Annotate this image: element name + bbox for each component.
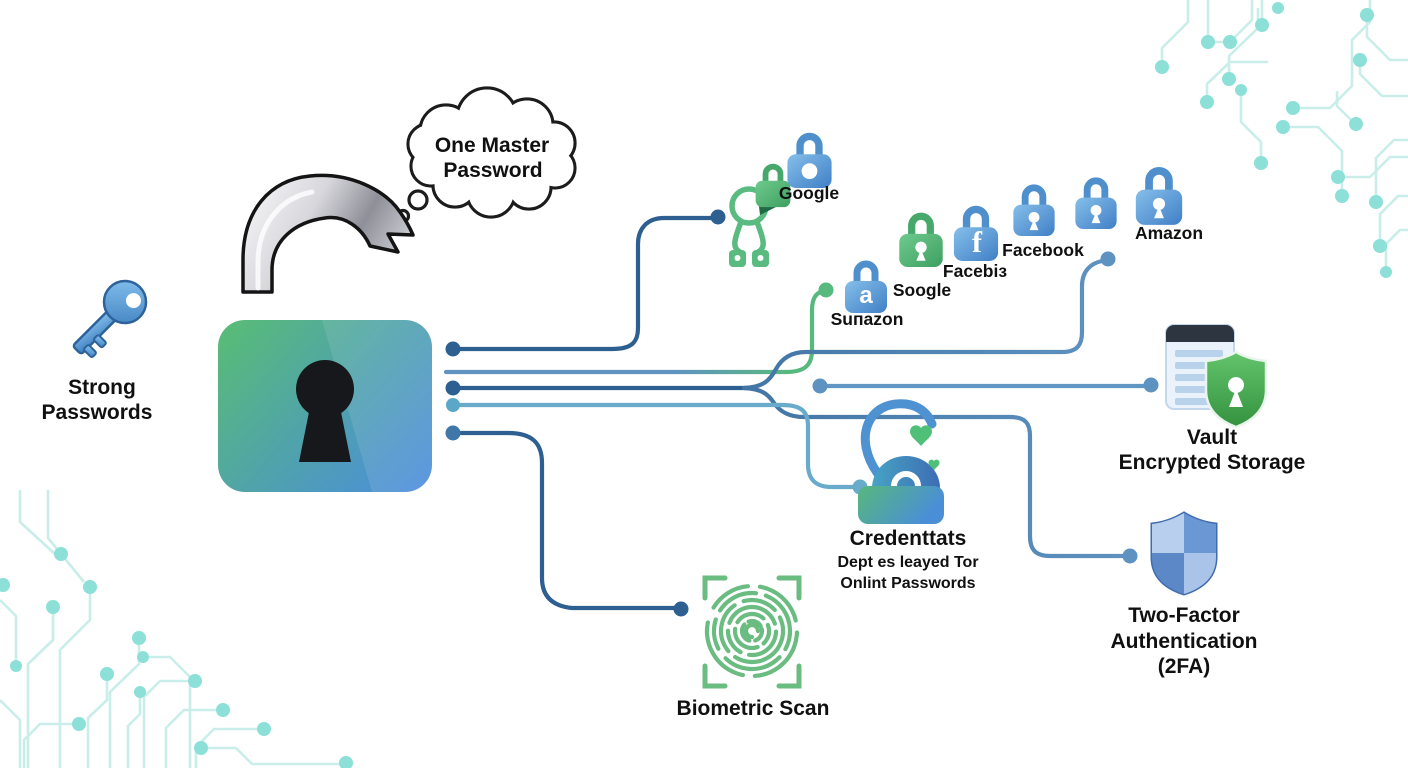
soogle-cluster: Soogle a Suпazon (831, 216, 952, 329)
thought-bubble-text-line1: One Master (435, 134, 549, 157)
vault-node: Vault Encrypted Storage (1119, 324, 1306, 474)
green-keys-icon (729, 167, 790, 267)
credentials-title: Credenttats (850, 527, 967, 550)
biometric-label: Biometric Scan (677, 697, 830, 720)
credentials-node: Credenttats Dept es leayed Tor Onlint Pa… (837, 399, 979, 592)
twofa-node: Two-Factor Authentication (2FA) (1111, 511, 1258, 678)
soogle-label: Soogle (893, 280, 952, 300)
connection-lines (443, 209, 1159, 617)
vault-label-line2: Encrypted Storage (1119, 451, 1306, 474)
amazon-glyph: a (859, 282, 873, 309)
twofa-label-line2: Authentication (1111, 630, 1258, 653)
blue-shield-icon (1150, 511, 1218, 596)
google-lock-icon (787, 136, 831, 188)
green-shield-icon (1204, 350, 1268, 429)
line-to-biometric (450, 430, 677, 611)
twofa-label-line3: (2FA) (1158, 655, 1211, 678)
fingerprint-icon (702, 575, 802, 689)
facebook-glyph: f (972, 226, 983, 259)
credentials-sub2: Onlint Passwords (840, 575, 975, 592)
amazon-lock-icon (1136, 171, 1182, 225)
facebook-amazon-cluster: f Facebiз Facebook Amazon (943, 171, 1203, 281)
open-shackle-icon (241, 173, 415, 294)
twofa-label-line1: Two-Factor (1128, 604, 1240, 627)
thought-bubble-text-line2: Password (443, 159, 542, 182)
strong-passwords-node: Strong Passwords (42, 279, 153, 424)
strong-passwords-label-line1: Strong (68, 376, 136, 399)
strong-passwords-label-line2: Passwords (42, 401, 153, 424)
facebook-lock-icon (1013, 188, 1054, 236)
small-heart-icon (928, 459, 940, 470)
key-icon (72, 279, 148, 359)
line-to-google (450, 215, 715, 352)
credentials-lock-icon (858, 399, 944, 524)
line-to-credentials (450, 402, 857, 490)
google-cluster: Google (729, 136, 839, 267)
extra-lock-icon (1075, 181, 1116, 229)
vault-label-line1: Vault (1187, 426, 1237, 449)
line-to-twofa (741, 385, 1127, 559)
facebis-lock-icon: f (954, 209, 998, 261)
keyhole-icon (296, 360, 354, 418)
master-padlock (218, 320, 432, 492)
sunazon-label: Suпazon (831, 309, 904, 329)
soogle-lock-icon (899, 216, 942, 267)
facebis-label: Facebiз (943, 261, 1007, 281)
line-to-amazon-cluster (741, 258, 1105, 391)
circuit-pattern-bottom-left (0, 490, 353, 768)
credentials-sub1: Dept es leayed Tor (837, 554, 978, 571)
sunazon-lock-icon: a (845, 264, 887, 313)
google-label: Google (779, 183, 840, 203)
facebook-label: Facebook (1002, 240, 1084, 260)
circuit-pattern-top-right (1155, 0, 1408, 278)
thought-bubble: One Master Password (395, 86, 577, 224)
heart-icon (910, 425, 932, 446)
amazon-label: Amazon (1135, 223, 1203, 243)
biometric-node: Biometric Scan (677, 575, 830, 720)
